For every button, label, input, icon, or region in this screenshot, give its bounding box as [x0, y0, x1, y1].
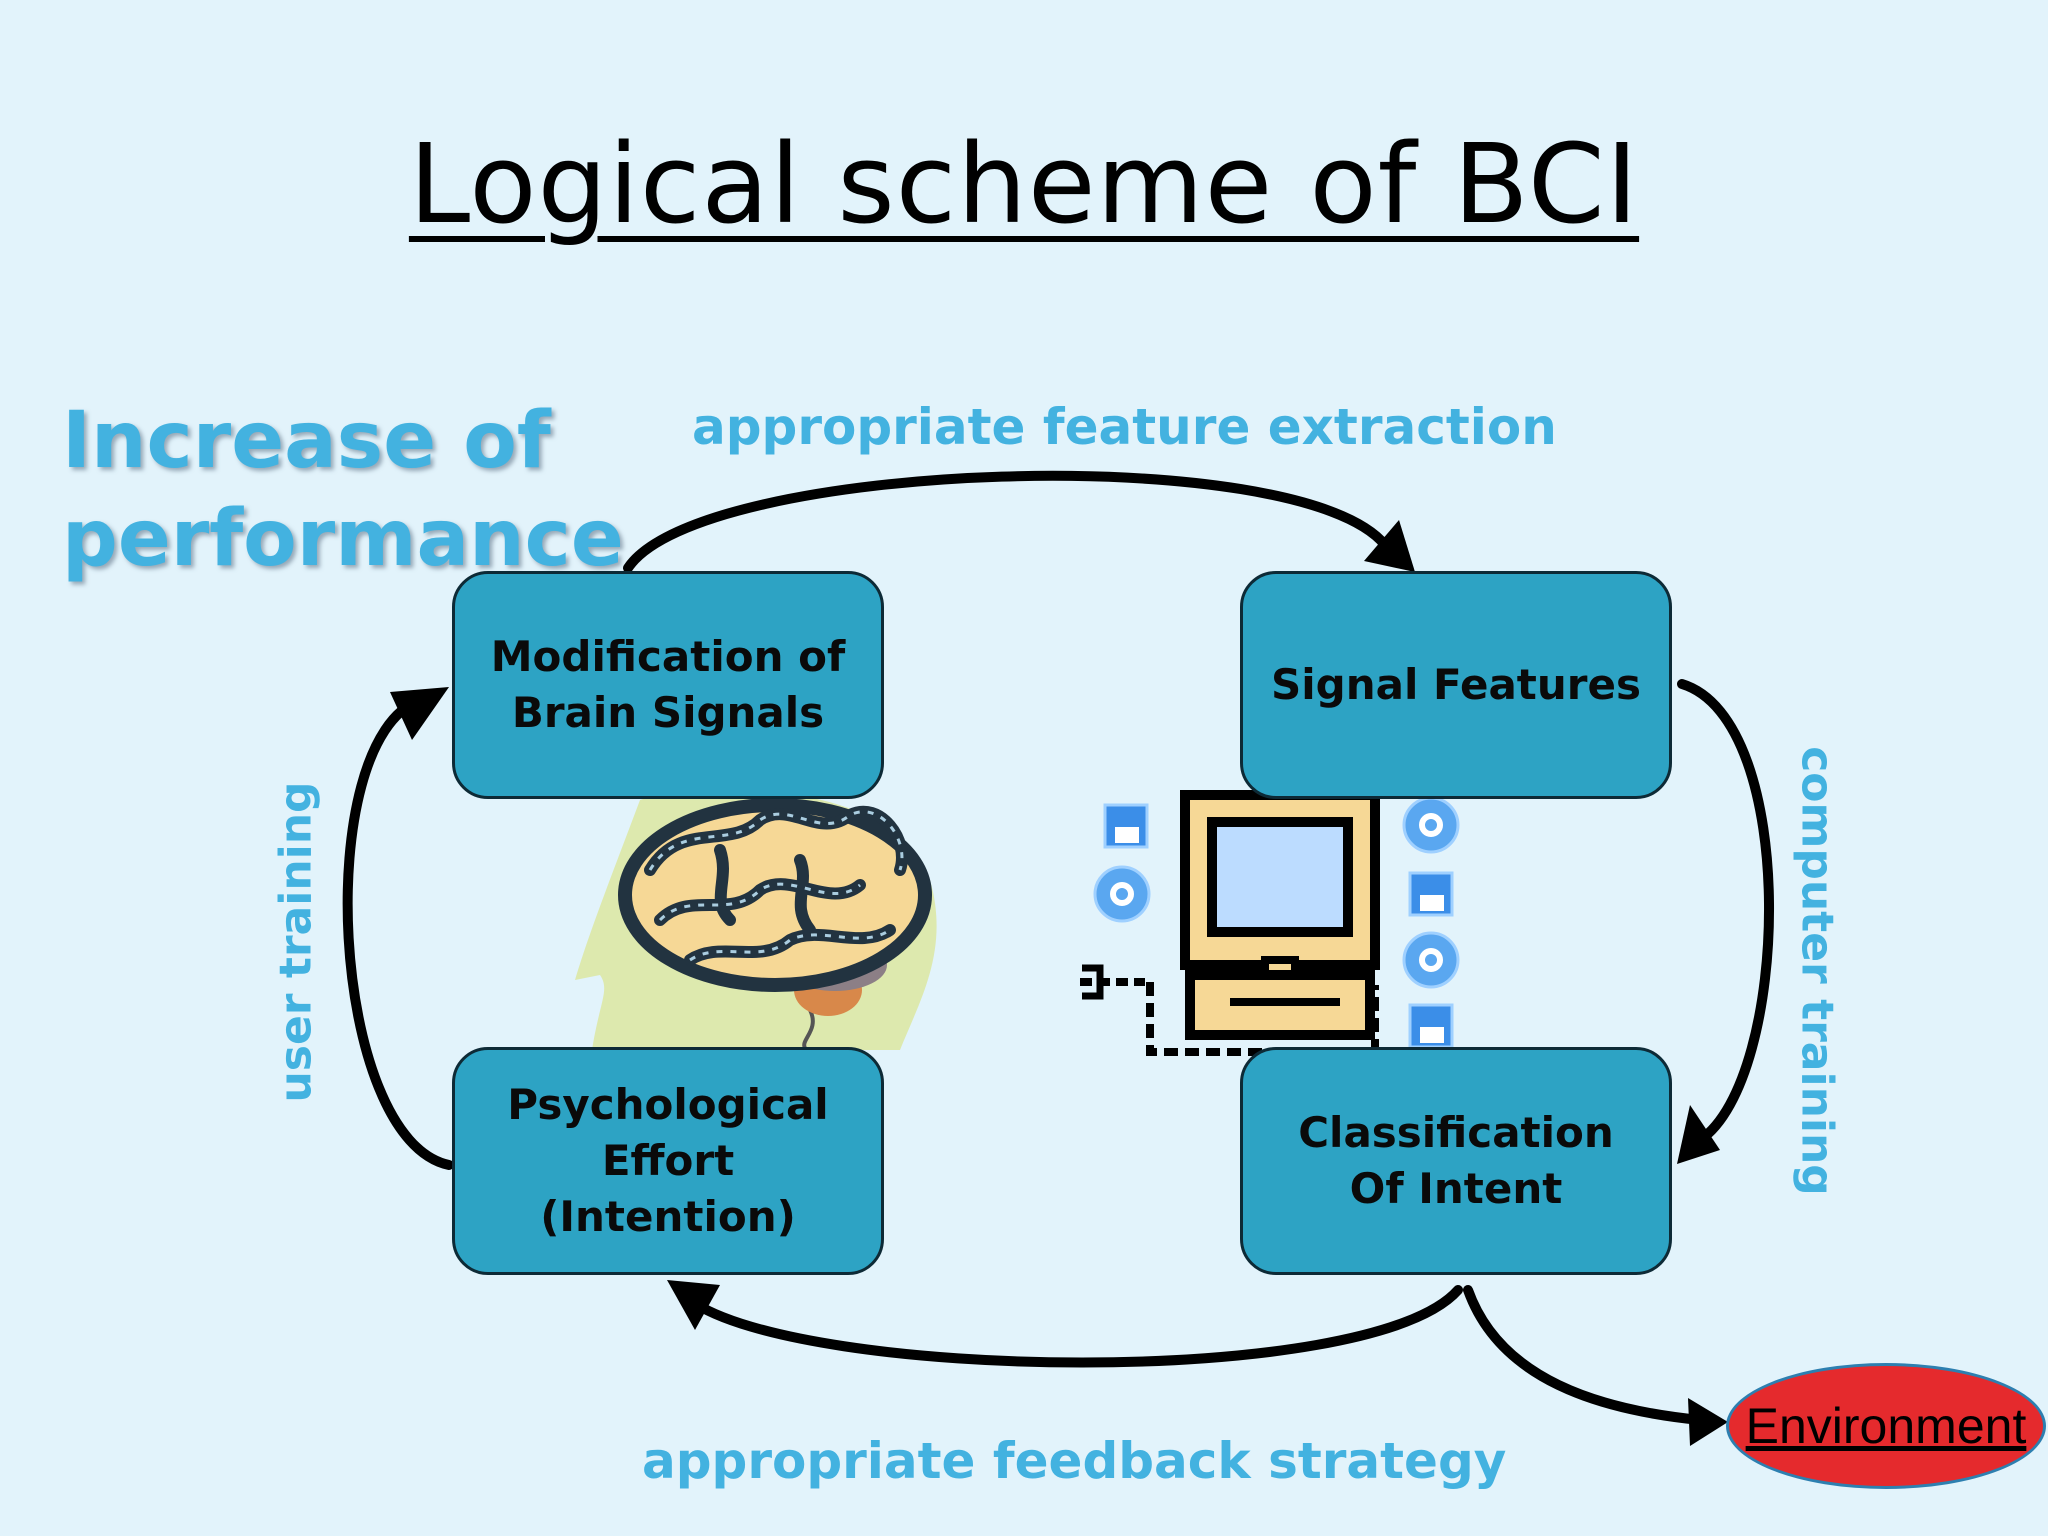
arrowhead-environment [1688, 1398, 1728, 1446]
box-modification-of-brain-signals: Modification of Brain Signals [452, 571, 884, 799]
box-classification-of-intent: Classification Of Intent [1240, 1047, 1672, 1275]
arrow-computer-training [1677, 679, 1774, 1145]
arrow-to-environment [1463, 1285, 1705, 1425]
performance-heading-line2: performance [62, 494, 624, 584]
arrowhead-user-training [390, 687, 449, 740]
label-user-training: user training [270, 781, 322, 1103]
arrowhead-computer-training [1677, 1105, 1720, 1164]
arrow-feedback-strategy [685, 1285, 1463, 1368]
arrow-user-training [342, 695, 454, 1170]
arrowhead-feature-extraction [1364, 520, 1415, 572]
box-psychological-effort: Psychological Effort (Intention) [452, 1047, 884, 1275]
performance-heading: Increase of performance [62, 392, 624, 588]
label-feedback-strategy: appropriate feedback strategy [642, 1432, 1507, 1490]
label-computer-training: computer training [1791, 746, 1843, 1196]
arrow-feature-extraction [623, 470, 1390, 573]
page-title-text: Logical scheme of BCI [408, 120, 1640, 248]
environment-link[interactable]: Environment [1726, 1363, 2046, 1489]
page-title: Logical scheme of BCI [0, 120, 2048, 248]
performance-heading-line1: Increase of [62, 396, 551, 486]
box-signal-features: Signal Features [1240, 571, 1672, 799]
label-feature-extraction: appropriate feature extraction [692, 398, 1557, 456]
arrowhead-feedback-strategy [667, 1280, 720, 1330]
